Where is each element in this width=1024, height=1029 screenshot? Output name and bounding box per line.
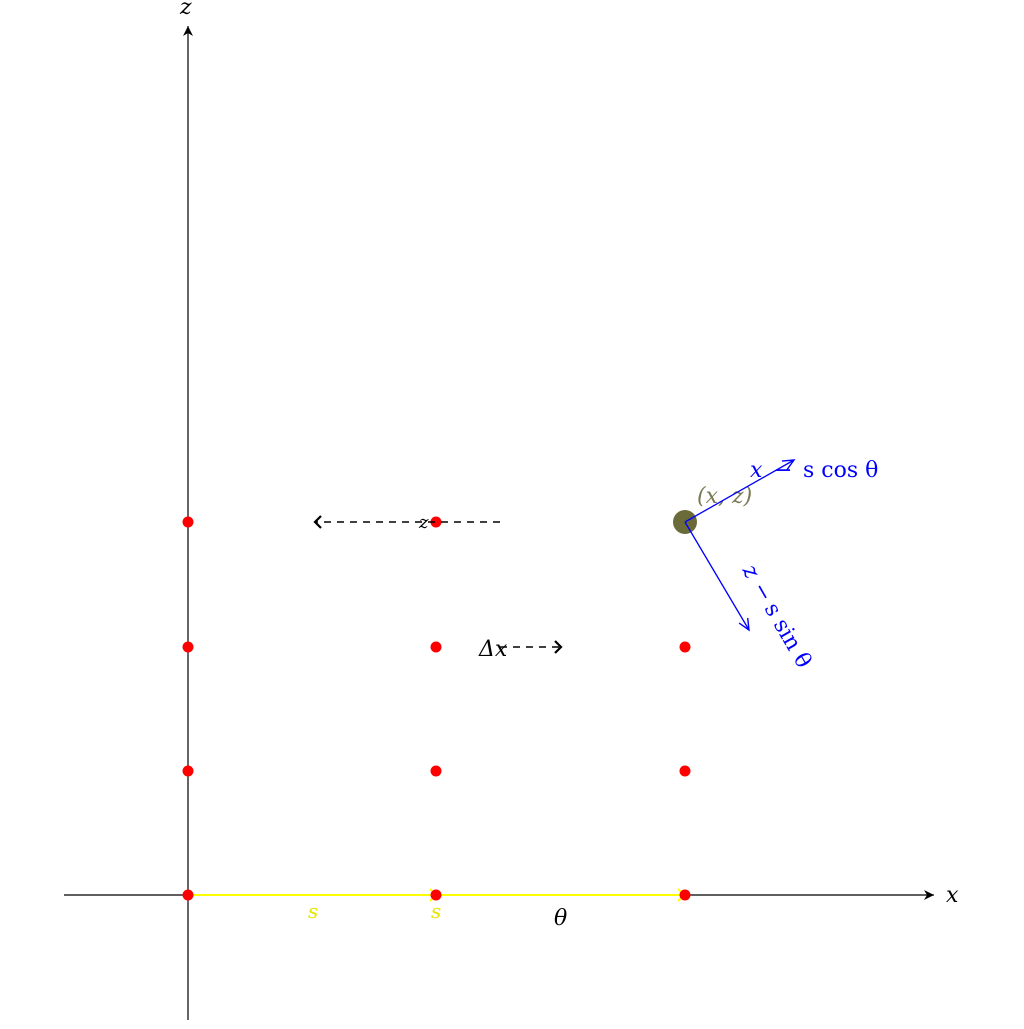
z-axis-label: z — [179, 0, 192, 20]
x-component-expr: s cos θ — [803, 458, 878, 483]
point-label: (x, z) — [697, 484, 752, 509]
grid-point — [430, 516, 442, 528]
grid-point — [430, 641, 442, 653]
grid-point — [182, 889, 194, 901]
grid-point — [182, 765, 194, 777]
grid-point — [679, 641, 691, 653]
z-component-var: z — [736, 560, 764, 584]
grid-point — [679, 889, 691, 901]
x-axis-label: x — [946, 883, 959, 908]
x-component-var: x — [750, 458, 763, 483]
s-label-first: s — [308, 899, 318, 923]
z-mid-label: z — [418, 512, 429, 533]
grid-point — [430, 889, 442, 901]
grid-point — [679, 765, 691, 777]
delta-x-label: Δx — [478, 637, 508, 662]
grid-point — [430, 765, 442, 777]
z-component-vector — [684, 521, 750, 632]
x-component-vector — [684, 459, 796, 523]
x-component-op: − — [774, 458, 792, 483]
s-label-second: s — [431, 899, 441, 923]
z-component-label-group: z − s sin θ — [736, 560, 816, 673]
grid-point — [182, 641, 194, 653]
theta-label: θ — [554, 906, 567, 931]
z-component-expr: s sin θ — [759, 599, 816, 673]
grid-point — [182, 516, 194, 528]
